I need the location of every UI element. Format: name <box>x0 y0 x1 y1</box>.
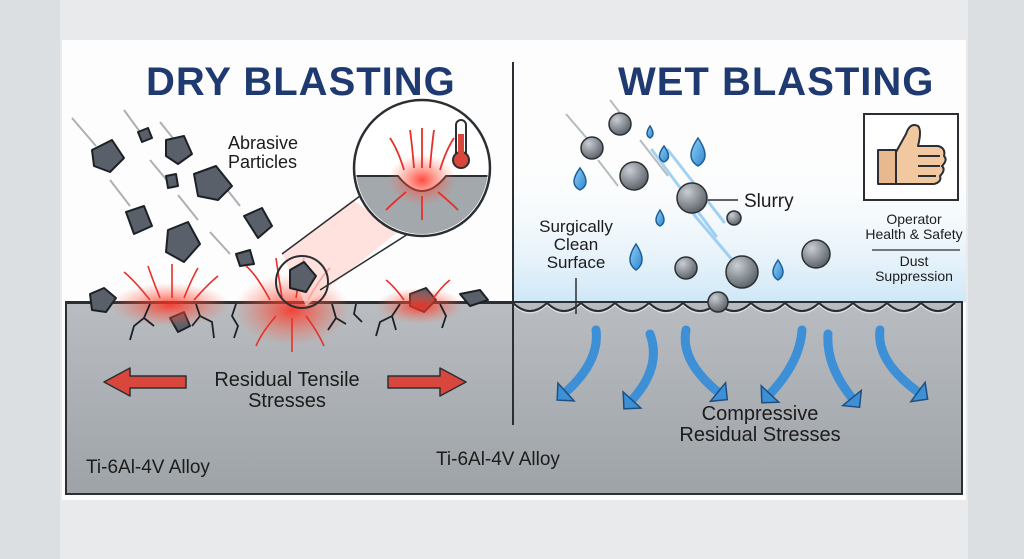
slurry-ball <box>707 291 729 313</box>
safety-label-line2: Health & Safety <box>865 225 963 242</box>
surface-cracks <box>129 303 447 341</box>
abrasive-label-line2: Particles <box>228 151 298 172</box>
water-droplet <box>690 136 706 167</box>
wet-blasting-title: WET BLASTING <box>618 60 935 104</box>
heat-rays <box>123 257 451 352</box>
compressive-arrow <box>765 325 807 399</box>
abrasive-particle <box>165 173 179 189</box>
thermometer-icon <box>452 119 470 169</box>
tensile-stress-arrows <box>103 367 467 397</box>
compressive-arrowhead <box>556 381 576 402</box>
abrasive-particle <box>289 261 317 293</box>
dry-blasting-title: DRY BLASTING <box>146 60 456 104</box>
compressive-label-line1: Compressive <box>701 403 819 425</box>
abrasive-particle <box>243 207 273 239</box>
surface-label-line2: Clean <box>553 234 599 254</box>
compressive-arrowhead <box>760 384 781 404</box>
compressive-label-line2: Residual Stresses <box>679 424 841 446</box>
water-droplets <box>573 124 784 281</box>
water-droplet <box>629 242 643 271</box>
water-droplet <box>646 124 654 139</box>
water-droplet <box>573 166 587 191</box>
slurry-ball <box>674 256 698 280</box>
safety-label-line1: Operator <box>886 211 942 227</box>
abrasive-particle <box>459 289 489 307</box>
tensile-stress-label: Residual Tensile Stresses <box>182 370 392 412</box>
compressive-arrow <box>875 325 923 397</box>
compressive-arrows-group <box>556 325 929 410</box>
water-droplet <box>655 208 665 227</box>
tensile-arrow-left <box>103 367 187 397</box>
abrasive-label-line1: Abrasive <box>228 133 299 153</box>
abrasive-particles <box>89 127 489 333</box>
water-droplet <box>772 258 784 281</box>
tensile-label-line1: Residual Tensile <box>214 369 360 391</box>
slurry-ball <box>726 210 742 226</box>
abrasive-particle <box>137 127 153 143</box>
background-panel-right <box>968 0 1024 559</box>
tensile-arrow-right <box>387 367 467 397</box>
slurry-ball <box>580 136 604 160</box>
abrasive-particle <box>165 135 193 165</box>
compressive-arrow <box>823 329 857 403</box>
water-droplet <box>658 144 670 163</box>
thumbs-up-icon <box>877 124 947 185</box>
compressive-arrowhead <box>622 390 643 410</box>
surgically-clean-surface-label: Surgically Clean Surface <box>526 218 626 272</box>
slurry-ball <box>619 161 649 191</box>
slurry-particles <box>580 112 831 313</box>
compressive-arrowhead <box>708 380 729 403</box>
slurry-ball <box>801 239 831 269</box>
dust-label-line1: Dust <box>899 253 929 269</box>
impact-focus-circle <box>275 255 329 309</box>
dry-alloy-label: Ti-6Al-4V Alloy <box>86 457 210 478</box>
abrasive-particle <box>165 221 201 263</box>
compressive-arrow <box>680 325 723 397</box>
compressive-arrowhead <box>909 380 929 403</box>
slurry-ball <box>608 112 632 136</box>
abrasive-particle <box>91 139 125 173</box>
wet-surface-highlight <box>512 304 956 314</box>
wet-scalloped-surface <box>512 301 956 312</box>
slurry-label: Slurry <box>744 191 794 212</box>
abrasive-particle <box>125 205 153 235</box>
compressive-arrow <box>561 325 601 397</box>
compressive-arrow <box>627 329 658 405</box>
compressive-arrowhead <box>840 388 863 409</box>
abrasive-particle <box>235 249 255 267</box>
wet-alloy-label: Ti-6Al-4V Alloy <box>436 449 560 470</box>
abrasive-particles-label: Abrasive Particles <box>228 134 298 172</box>
background-panel-left <box>0 0 60 559</box>
surface-label-line3: Surface <box>546 252 606 272</box>
slurry-ball <box>676 182 708 214</box>
operator-safety-label: Operator Health & Safety <box>862 212 966 241</box>
dust-label-line2: Suppression <box>875 267 953 284</box>
abrasive-particle <box>193 165 233 201</box>
surface-label-line1: Surgically <box>539 217 613 236</box>
safety-badge <box>863 113 959 201</box>
dust-suppression-label: Dust Suppression <box>862 254 966 283</box>
slurry-ball <box>725 255 759 289</box>
tensile-label-line2: Stresses <box>248 390 326 412</box>
compressive-stress-label: Compressive Residual Stresses <box>640 404 880 446</box>
